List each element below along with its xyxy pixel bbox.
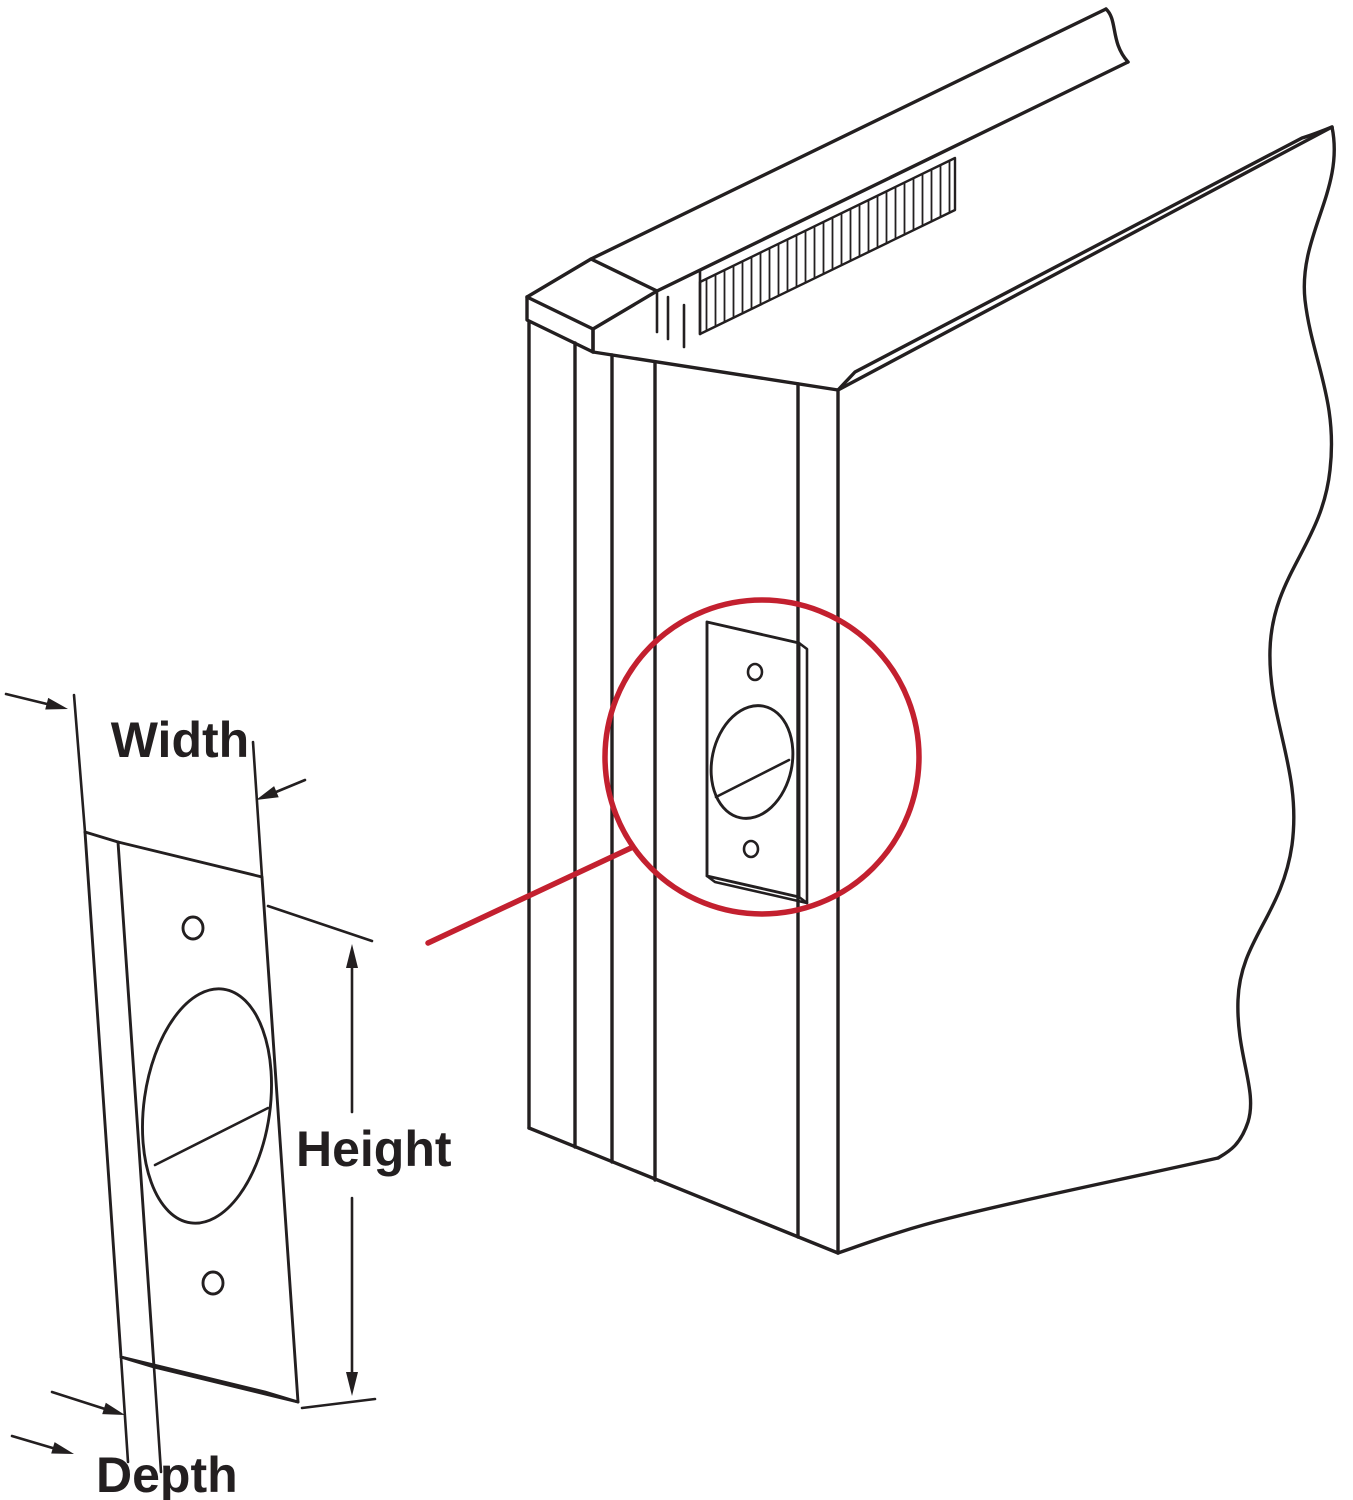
depth-arrow-lower-shaft <box>10 1434 58 1451</box>
detail-latch-bolt-line <box>153 1106 270 1167</box>
height-arrow-up <box>346 944 358 968</box>
detail-latch-oval <box>141 987 273 1225</box>
width-extension-left <box>72 693 87 834</box>
width-arrow-right-shaft <box>274 778 307 794</box>
width-extension-right <box>251 740 264 879</box>
highlight-circle <box>602 597 922 917</box>
depth-label: Depth <box>96 1447 238 1500</box>
depth-arrow-upper-shaft <box>50 1390 107 1411</box>
detail-screw-hole-bottom <box>201 1270 225 1296</box>
door-strike-plate <box>705 620 809 905</box>
door-torn-edges <box>836 125 1336 1255</box>
latch-oval-cutout <box>709 704 795 820</box>
door-core-hatch-section <box>655 156 957 349</box>
height-dimension: Height <box>266 904 452 1410</box>
screw-hole-top <box>746 662 764 682</box>
leader-line <box>425 844 636 946</box>
depth-dimension: Depth <box>10 1355 238 1500</box>
door-back-panel-top <box>589 7 1130 293</box>
height-extension-top <box>266 904 374 943</box>
door-top-cap <box>525 257 659 354</box>
height-label: Height <box>296 1121 452 1177</box>
depth-extension-outer <box>119 1355 130 1464</box>
screw-hole-bottom <box>742 839 760 859</box>
width-label: Width <box>111 712 249 768</box>
latch-bolt-line <box>714 758 791 799</box>
height-extension-bottom <box>300 1397 377 1410</box>
depth-arrow-upper-head <box>102 1402 125 1415</box>
width-arrow-right-head <box>256 786 279 800</box>
depth-extension-inner <box>152 1365 163 1474</box>
height-arrow-down <box>346 1372 358 1396</box>
detail-screw-hole-top <box>181 915 205 941</box>
strike-plate-detail-view <box>83 830 300 1404</box>
door-isometric-drawing <box>425 7 1336 1255</box>
door-front-panel-top <box>836 125 1334 392</box>
door-edge-face <box>527 320 840 1255</box>
width-dimension: Width <box>4 692 307 879</box>
depth-arrow-lower-head <box>51 1442 74 1454</box>
width-arrow-left-head <box>45 697 68 710</box>
width-arrow-left-shaft <box>4 692 49 706</box>
